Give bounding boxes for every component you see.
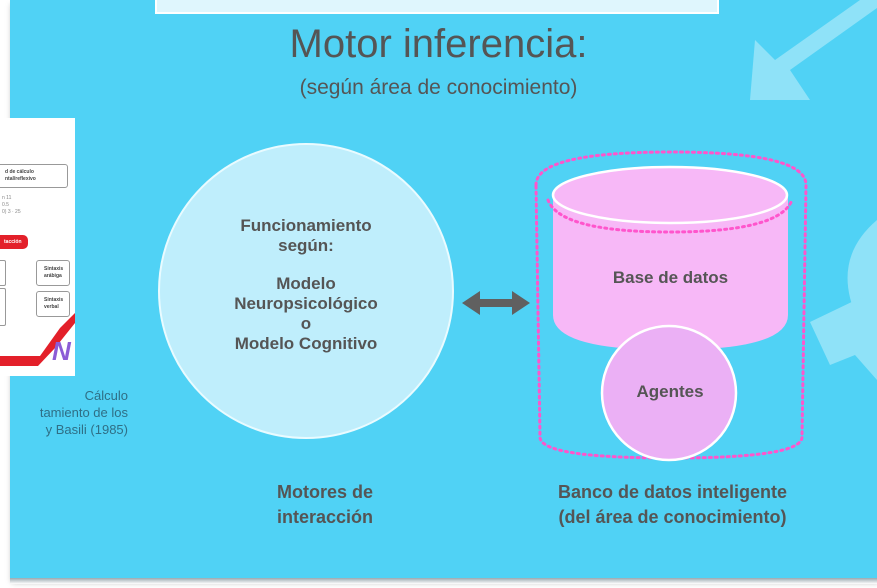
agents-circle [600, 324, 738, 462]
thumb-box-1: d de cálculo ntal/reflexivo [0, 164, 68, 188]
thumb-red-label: tacción [4, 239, 22, 245]
thumb-box-5-line1: Sintaxis [44, 297, 64, 303]
arrow-shape-top-right [750, 0, 877, 100]
interaction-label-line1: Motores de [276, 482, 373, 502]
inference-engine-circle [158, 143, 454, 439]
dotted-inner-band [546, 198, 794, 234]
circle-line-2: según: [278, 236, 334, 255]
databank-label-line1: Banco de datos inteligente [557, 482, 788, 502]
intelligent-databank-label: Banco de datos inteligente (del área de … [500, 480, 845, 530]
circle-line-1: Funcionamiento [240, 216, 372, 235]
thumb-box-5: Sintaxis verbal [36, 291, 70, 317]
side-caption-line2: tamiento de los [39, 405, 128, 420]
thumb-box-5-line2: verbal [44, 304, 59, 310]
dotted-outline-cylinder [534, 150, 808, 460]
agents-label: Agentes [636, 382, 704, 401]
thumb-small-2: 0.5 [2, 202, 9, 208]
thumb-box-4 [0, 288, 6, 326]
inference-engine-text: Funcionamiento según: Modelo Neuropsicol… [188, 216, 424, 354]
thumb-small-1: n 11 [2, 195, 12, 201]
thumb-box-3-line2: arábiga [44, 273, 62, 279]
side-caption-line1: Cálculo [84, 388, 128, 403]
thumb-logo-letter: N [52, 336, 71, 366]
arrow-shape-right [810, 298, 877, 380]
circle-line-4: Neuropsicológico [234, 294, 378, 313]
database-cylinder-top [551, 165, 789, 225]
bidirectional-arrow-icon [462, 291, 530, 315]
thumb-box-3-line1: Sintaxis [44, 266, 64, 272]
thumb-box-1-line1: d de cálculo [5, 169, 34, 175]
circle-line-5: o [300, 314, 312, 333]
database-cylinder-body [553, 195, 788, 350]
databank-label-line2: (del área de conocimiento) [558, 507, 787, 527]
interaction-engines-label: Motores de interacción [230, 480, 420, 530]
circle-line-3: Modelo [276, 274, 336, 293]
interaction-label-line2: interacción [276, 507, 374, 527]
decorative-arrows [750, 0, 877, 380]
page-subtitle: (según área de conocimiento) [299, 76, 578, 99]
circle-line-6: Modelo Cognitivo [234, 334, 378, 353]
top-banner-box [155, 0, 719, 14]
page-title: Motor inferencia: [289, 22, 588, 66]
thumb-box-3: Sintaxis arábiga [36, 260, 70, 286]
database-label: Base de datos [612, 268, 729, 287]
thumb-box-2 [0, 260, 6, 286]
side-thumbnail-panel: d de cálculo ntal/reflexivo n 11 0.5 0) … [0, 118, 75, 376]
side-caption: Cálculo tamiento de los y Basili (1985) [0, 387, 128, 438]
thumb-red-bar: tacción [0, 235, 28, 249]
thumb-red-corner [0, 313, 75, 366]
thumb-small-3: 0) 3 · 25 [2, 209, 21, 215]
slide-shadow [10, 578, 877, 584]
thumb-box-1-line2: ntal/reflexivo [5, 176, 36, 182]
side-caption-line3: y Basili (1985) [45, 422, 128, 437]
